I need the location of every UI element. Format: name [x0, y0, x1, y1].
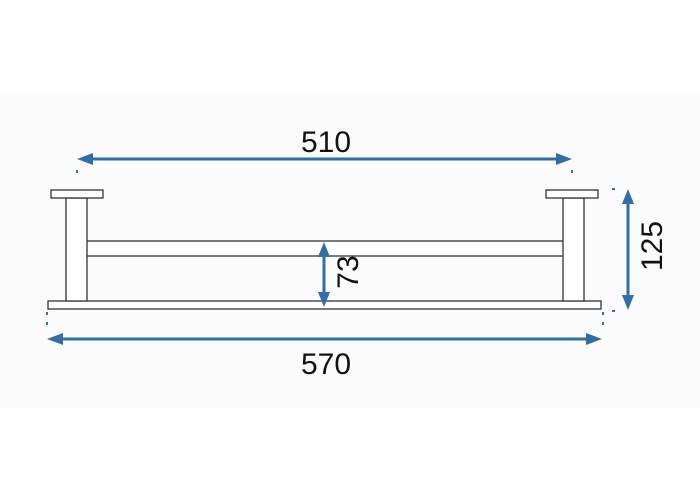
guide-dot — [602, 312, 604, 315]
arrowhead-left-510 — [77, 153, 93, 165]
dimension-label-510: 510 — [301, 126, 351, 159]
arrowhead-top-73 — [318, 242, 330, 257]
guide-dot — [602, 322, 604, 325]
guide-dot — [612, 310, 615, 312]
left-post — [65, 197, 88, 302]
arrowhead-right-510 — [556, 153, 572, 165]
arrowhead-left-570 — [47, 333, 63, 345]
guide-dot — [571, 170, 573, 173]
arrowhead-top-125 — [622, 189, 634, 204]
dimension-overall-width: 570 — [46, 312, 604, 381]
arrowhead-right-570 — [586, 333, 602, 345]
guide-dot — [46, 312, 48, 315]
dimension-inner-width: 510 — [76, 126, 573, 173]
arrowhead-bottom-125 — [622, 295, 634, 310]
left-wall-mount — [50, 189, 104, 199]
guide-dot — [46, 322, 48, 325]
dimension-label-570: 570 — [301, 348, 351, 381]
guide-dot — [76, 170, 78, 173]
right-wall-mount — [545, 189, 599, 199]
dimension-overall-height: 125 — [612, 188, 669, 312]
dimension-label-125: 125 — [636, 221, 669, 271]
dimension-label-73: 73 — [332, 255, 365, 288]
dimension-bar-spacing: 73 — [318, 242, 365, 307]
guide-dot — [612, 188, 615, 190]
arrowhead-bottom-73 — [318, 292, 330, 307]
right-post — [562, 197, 585, 302]
